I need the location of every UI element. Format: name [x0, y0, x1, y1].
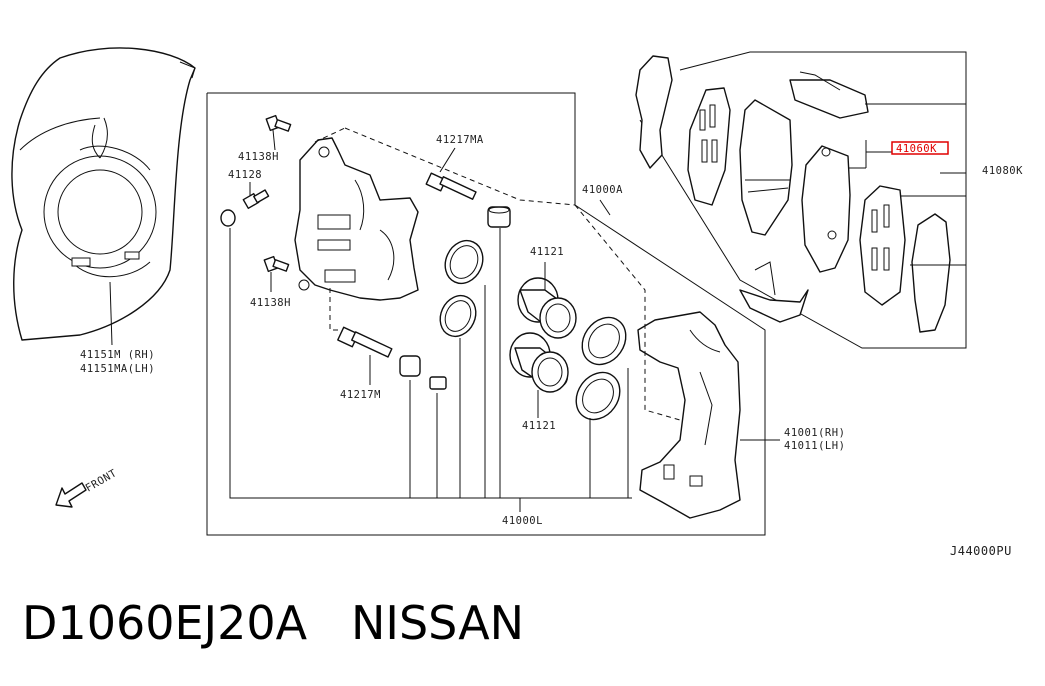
piston-boot-lower[interactable]	[567, 364, 628, 428]
label-41000a: 41000A	[582, 184, 623, 196]
piston-upper[interactable]	[517, 277, 577, 339]
label-41121-bot: 41121	[522, 420, 556, 432]
pin-boot-upper[interactable]	[487, 206, 511, 228]
piston-lower[interactable]	[509, 332, 569, 393]
label-41011: 41011(LH)	[784, 440, 845, 452]
pin-sleeve[interactable]	[429, 376, 447, 390]
front-label: FRONT	[84, 467, 120, 495]
caliper-bracket[interactable]	[637, 311, 741, 519]
highlight-box-41060k[interactable]	[891, 141, 949, 155]
label-41138h-top: 41138H	[238, 151, 279, 163]
dust-shield[interactable]	[11, 47, 196, 341]
label-41138h-mid: 41138H	[250, 297, 291, 309]
bleeder-cap[interactable]	[220, 209, 236, 227]
pad-clip-bottom[interactable]	[739, 261, 809, 323]
label-41000l: 41000L	[502, 515, 543, 527]
caliper-group-box	[206, 92, 766, 536]
pad-shim-inner[interactable]	[859, 185, 906, 306]
pad-shim-outer[interactable]	[687, 87, 731, 206]
label-41151ma: 41151MA(LH)	[80, 363, 155, 375]
label-41080k: 41080K	[982, 165, 1023, 177]
label-41217m: 41217M	[340, 389, 381, 401]
front-arrow-icon	[55, 482, 87, 508]
parts-diagram: 41151M (RH) 41151MA(LH) 41138H 41128 411…	[11, 47, 1023, 558]
pad-clip-top[interactable]	[789, 71, 869, 119]
piston-boot-upper[interactable]	[573, 309, 634, 373]
label-41121-top: 41121	[530, 246, 564, 258]
anti-rattle-spring-right[interactable]	[911, 213, 951, 333]
label-41128: 41128	[228, 169, 262, 181]
pad-kit-box	[639, 51, 967, 349]
label-41151m: 41151M (RH)	[80, 349, 155, 361]
brake-pad-inner[interactable]	[801, 145, 851, 273]
pin-boot-lower[interactable]	[399, 355, 421, 377]
piston-seal-upper[interactable]	[438, 234, 489, 289]
part-number-caption: D1060EJ20A NISSAN	[22, 596, 525, 650]
piston-seal-lower[interactable]	[434, 290, 483, 342]
caliper-body[interactable]	[294, 137, 419, 301]
bleeder-41128[interactable]	[242, 189, 270, 210]
diagram-code: J44000PU	[950, 544, 1012, 558]
label-41060k: 41060K	[896, 143, 937, 155]
anti-rattle-spring-left[interactable]	[635, 55, 673, 169]
label-41217ma: 41217MA	[436, 134, 484, 146]
bolt-41138h-mid[interactable]	[263, 255, 290, 273]
guide-pin-41217m[interactable]	[337, 326, 393, 358]
guide-pin-41217ma[interactable]	[425, 172, 477, 200]
brake-pad-outer[interactable]	[739, 99, 793, 236]
bolt-41138h-top[interactable]	[265, 114, 292, 132]
label-41001: 41001(RH)	[784, 427, 845, 439]
